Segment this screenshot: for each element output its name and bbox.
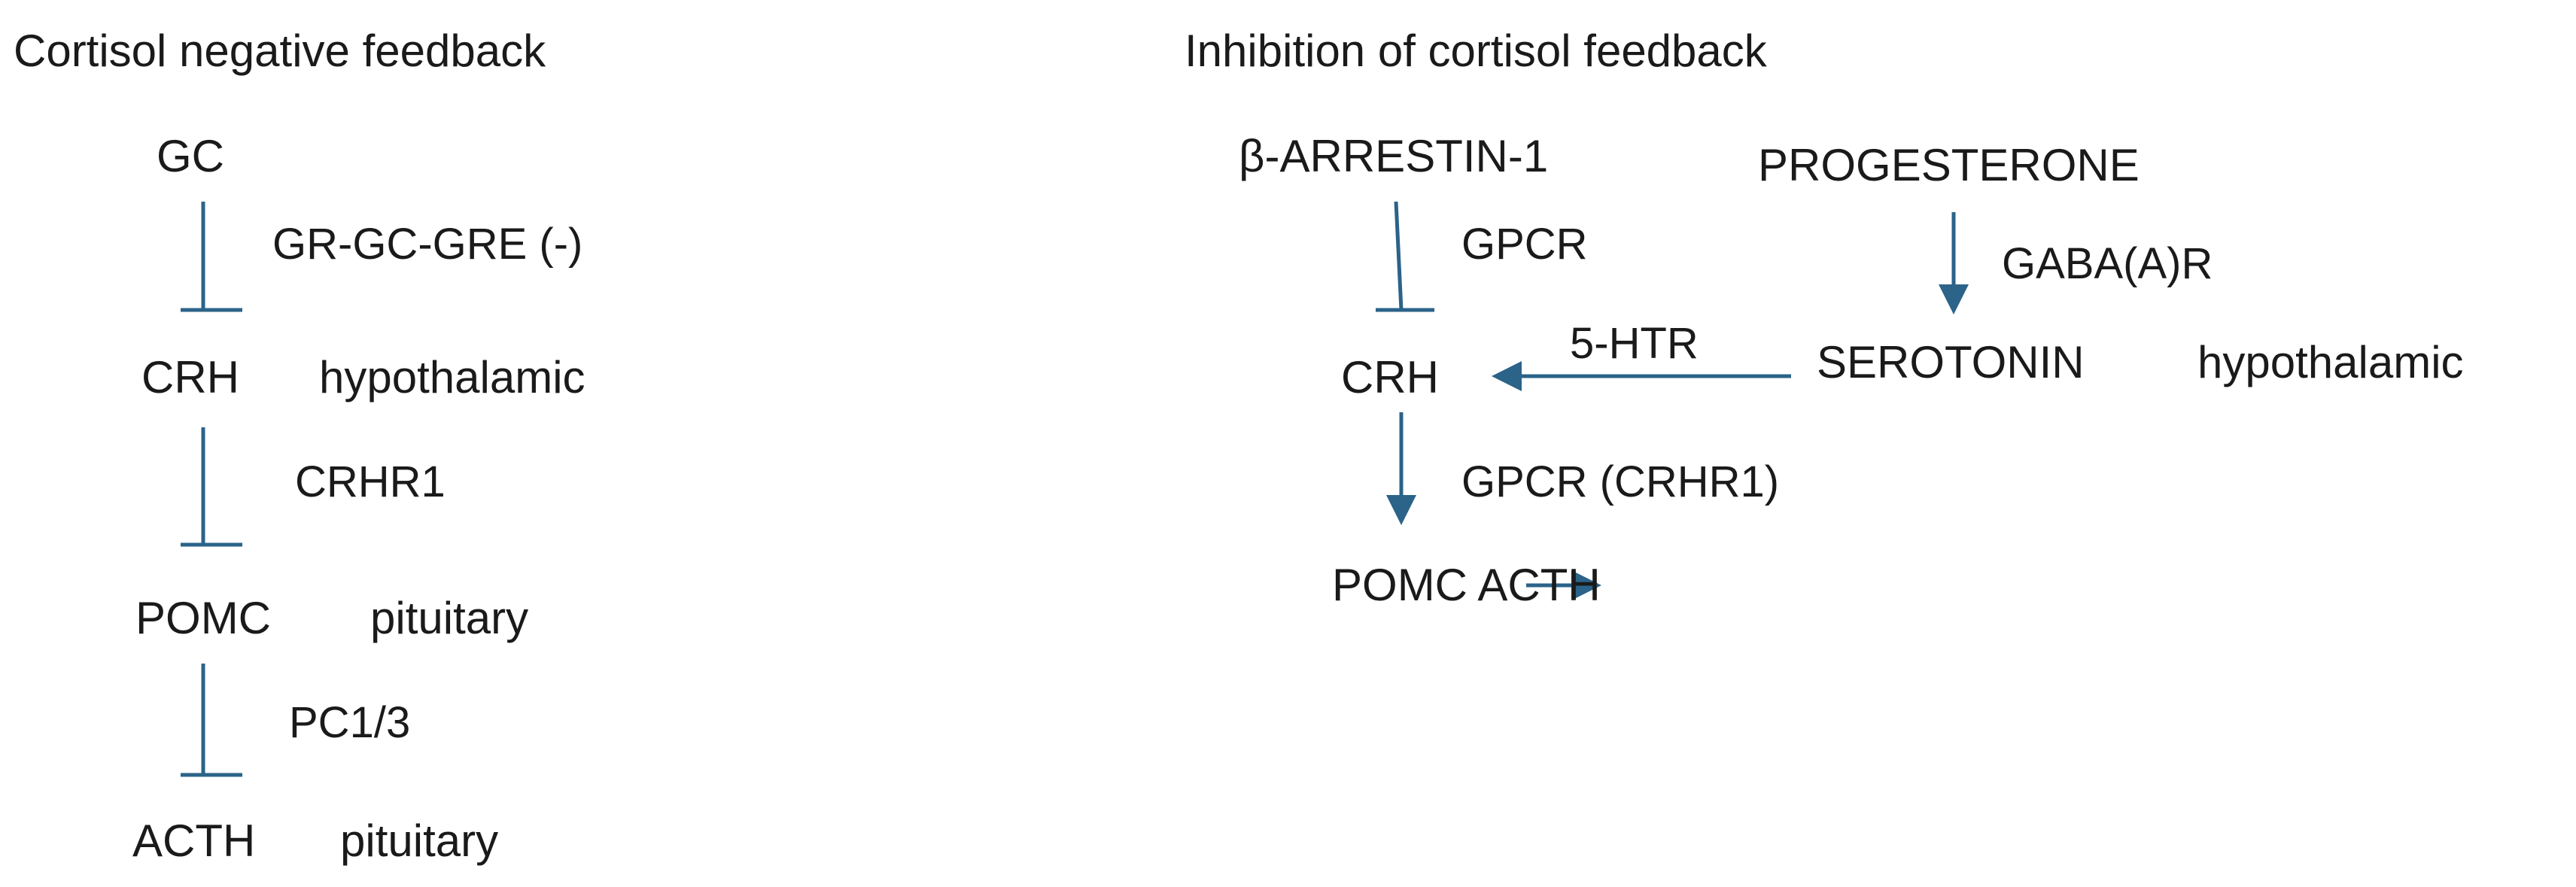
edge-label-crhr1: CRHR1 — [295, 457, 446, 506]
node-serotonin: SEROTONIN — [1817, 337, 2085, 387]
edge-label-pc1-3: PC1/3 — [289, 698, 411, 747]
node-progesterone: PROGESTERONE — [1758, 140, 2140, 190]
left-inhibit-gc-crh — [181, 202, 242, 312]
right-panel-title: Inhibition of cortisol feedback — [1185, 26, 1767, 76]
left-inhibit-crh-pomc — [181, 427, 242, 547]
edge-label-gr-gc-gre: GR-GC-GRE (-) — [272, 220, 583, 269]
edge-label-gpcr-crhr1: GPCR (CRHR1) — [1461, 457, 1780, 506]
node-crh-right: CRH — [1341, 352, 1439, 402]
node-beta-arrestin-1: β-ARRESTIN-1 — [1239, 131, 1549, 181]
node-serotonin-site: hypothalamic — [2197, 337, 2464, 387]
edge-label-gabaa-r: GABA(A)R — [2002, 239, 2213, 288]
node-pomc-acth: POMC ACTH — [1332, 560, 1601, 610]
node-crh: CRH — [141, 352, 239, 402]
node-acth: ACTH — [132, 816, 256, 866]
node-gc: GC — [157, 131, 224, 181]
left-inhibit-pomc-acth — [181, 664, 242, 777]
node-crh-site: hypothalamic — [319, 352, 585, 402]
edge-label-5-htr: 5-HTR — [1570, 319, 1699, 368]
node-acth-site: pituitary — [340, 816, 499, 866]
edge-label-gpcr: GPCR — [1461, 220, 1588, 269]
node-pomc: POMC — [135, 593, 271, 643]
left-panel-title: Cortisol negative feedback — [14, 26, 546, 76]
node-pomc-site: pituitary — [370, 593, 529, 643]
right-inhibit-arrestin-crh — [1376, 201, 1434, 312]
